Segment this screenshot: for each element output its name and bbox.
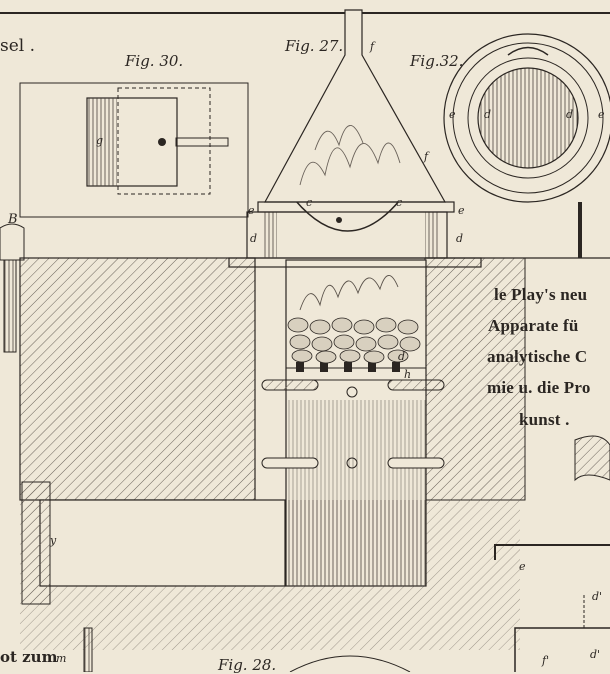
fig32-letter-d-left: d — [484, 108, 492, 121]
caption-line-5: kunst . — [519, 410, 570, 429]
heading-fragment: sel . — [0, 36, 36, 56]
letter-B: B — [8, 212, 18, 227]
fig32-letter-e-right: e — [598, 108, 605, 121]
letter-e-left: e — [248, 204, 255, 217]
fig27-label: Fig. 27. — [285, 37, 344, 55]
caption-line-2: Apparate fü — [488, 316, 579, 335]
letter-e-right: e — [458, 204, 465, 217]
letter-d-left: d — [250, 232, 258, 245]
letter-h: h — [404, 368, 412, 381]
letter-d-prime-upper: d' — [592, 590, 603, 603]
letter-g: g — [96, 134, 104, 147]
fig32-label: Fig.32. — [410, 52, 464, 70]
fig32-drawing — [443, 33, 610, 203]
letter-d-right: d — [456, 232, 464, 245]
fig27-section — [19, 9, 526, 650]
bottom-fig-fragment: Fig. 28. — [218, 656, 277, 674]
fig30-drawing — [19, 82, 249, 218]
clamp-B — [0, 223, 25, 353]
right-lower-figs — [83, 202, 610, 672]
letter-e-lower: e — [519, 560, 526, 573]
fig30-label: Fig. 30. — [125, 52, 184, 70]
caption-line-4: mie u. die Pro — [487, 378, 591, 397]
fig32-letter-e-left: e — [449, 108, 456, 121]
letter-y: y — [50, 534, 57, 547]
letter-f-prime: f' — [542, 654, 550, 667]
letter-d-prime-lower: d' — [590, 648, 601, 661]
letter-c-right: c — [396, 196, 403, 209]
caption-line-1: le Play's neu — [494, 285, 588, 304]
bottom-left-fragment: ot zum — [0, 648, 58, 666]
fig32-letter-d-right: d — [566, 108, 574, 121]
letter-m: m — [56, 652, 67, 665]
letter-f-side: f — [424, 150, 429, 163]
letter-d-grate: d — [398, 350, 406, 363]
letter-c-left: c — [306, 196, 313, 209]
letter-f-top: f — [370, 40, 375, 53]
caption-line-3: analytische C — [487, 347, 588, 366]
